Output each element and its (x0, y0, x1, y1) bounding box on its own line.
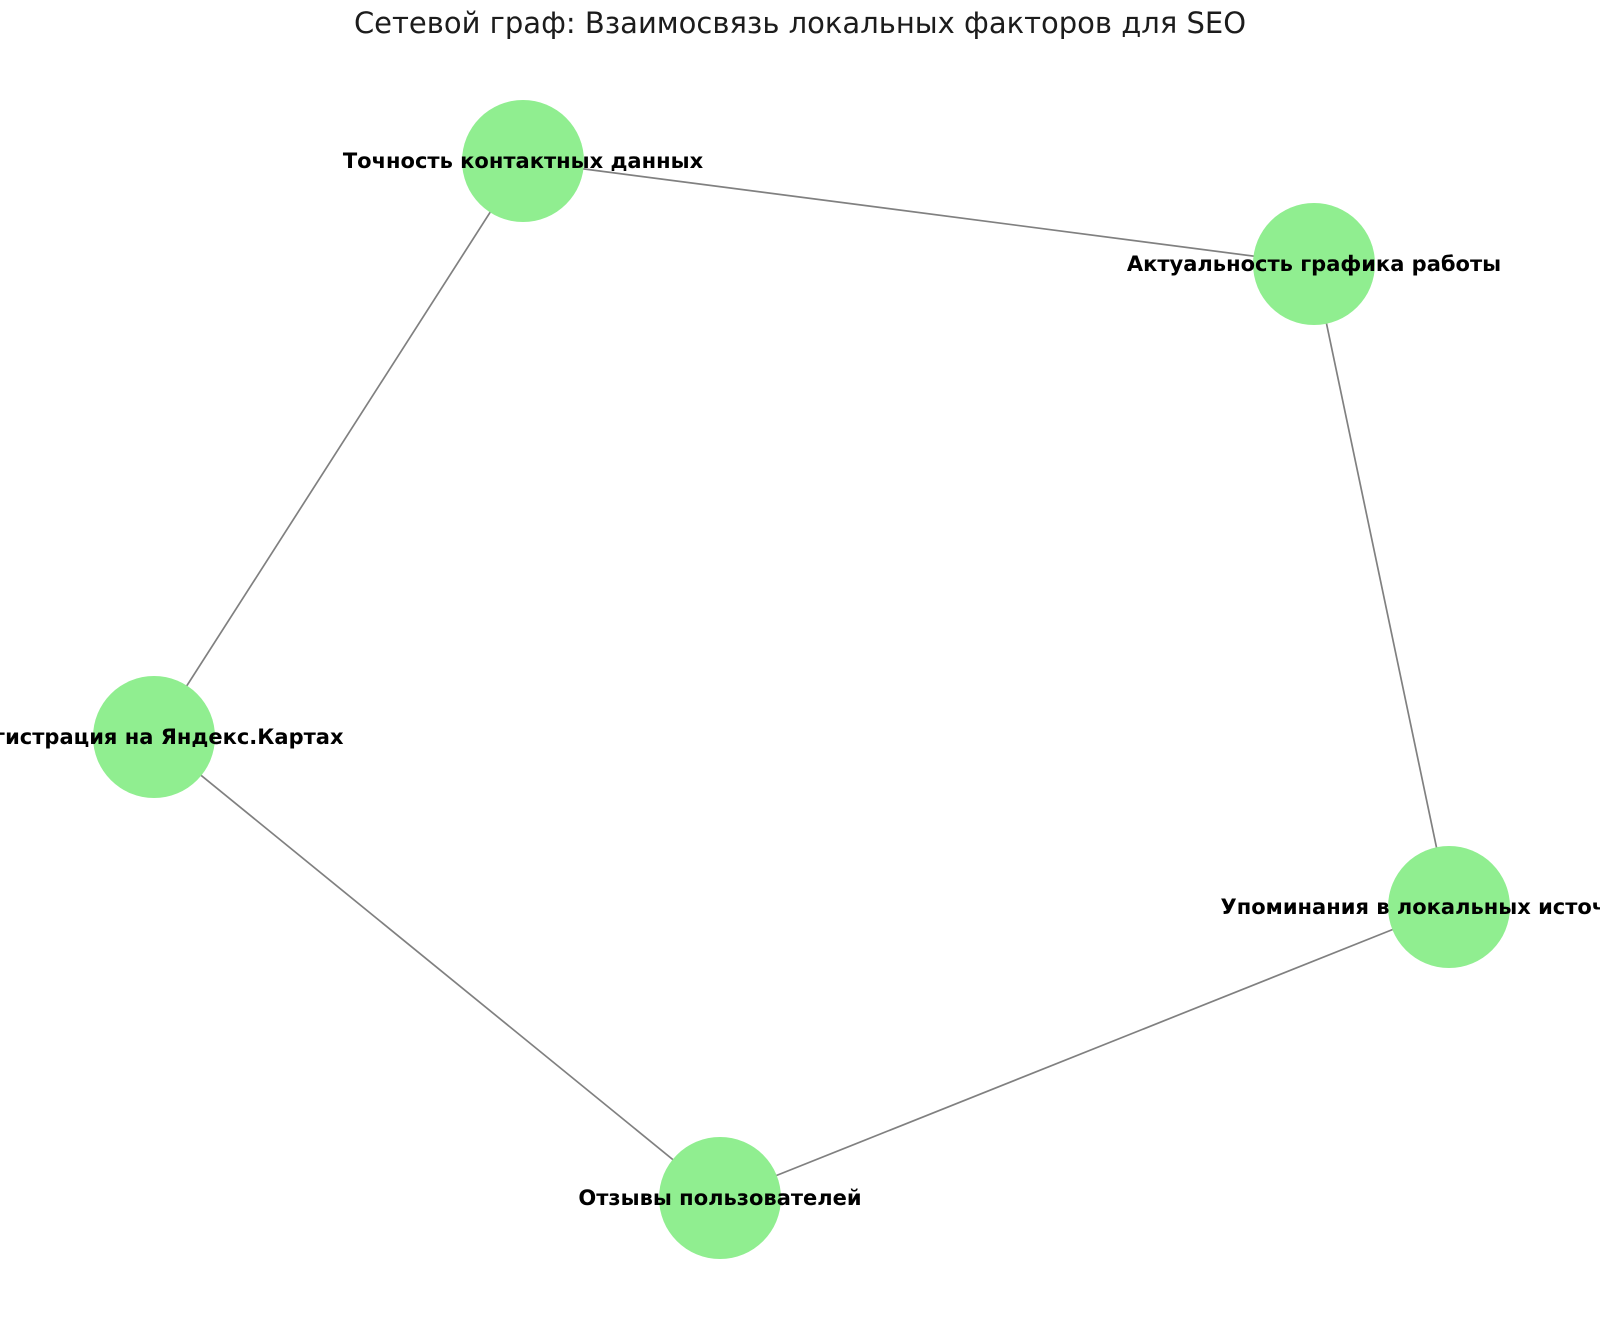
graph-edge-yandex_maps_reg--contact_accuracy (153, 160, 524, 738)
graph-edge-local_mentions--user_reviews (719, 906, 1450, 1199)
chart-title: Сетевой граф: Взаимосвязь локальных факт… (353, 6, 1247, 40)
graph-node-schedule_current (1253, 203, 1375, 325)
edges-layer (153, 160, 1450, 1199)
graph-edge-user_reviews--yandex_maps_reg (153, 736, 721, 1199)
graph-node-local_mentions (1388, 846, 1510, 968)
nodes-layer (93, 100, 1510, 1259)
graph-edge-schedule_current--local_mentions (1313, 263, 1450, 908)
graph-node-user_reviews (659, 1137, 781, 1259)
graph-node-yandex_maps_reg (93, 676, 215, 798)
graph-node-contact_accuracy (462, 100, 584, 222)
graph-edge-contact_accuracy--schedule_current (522, 160, 1315, 265)
